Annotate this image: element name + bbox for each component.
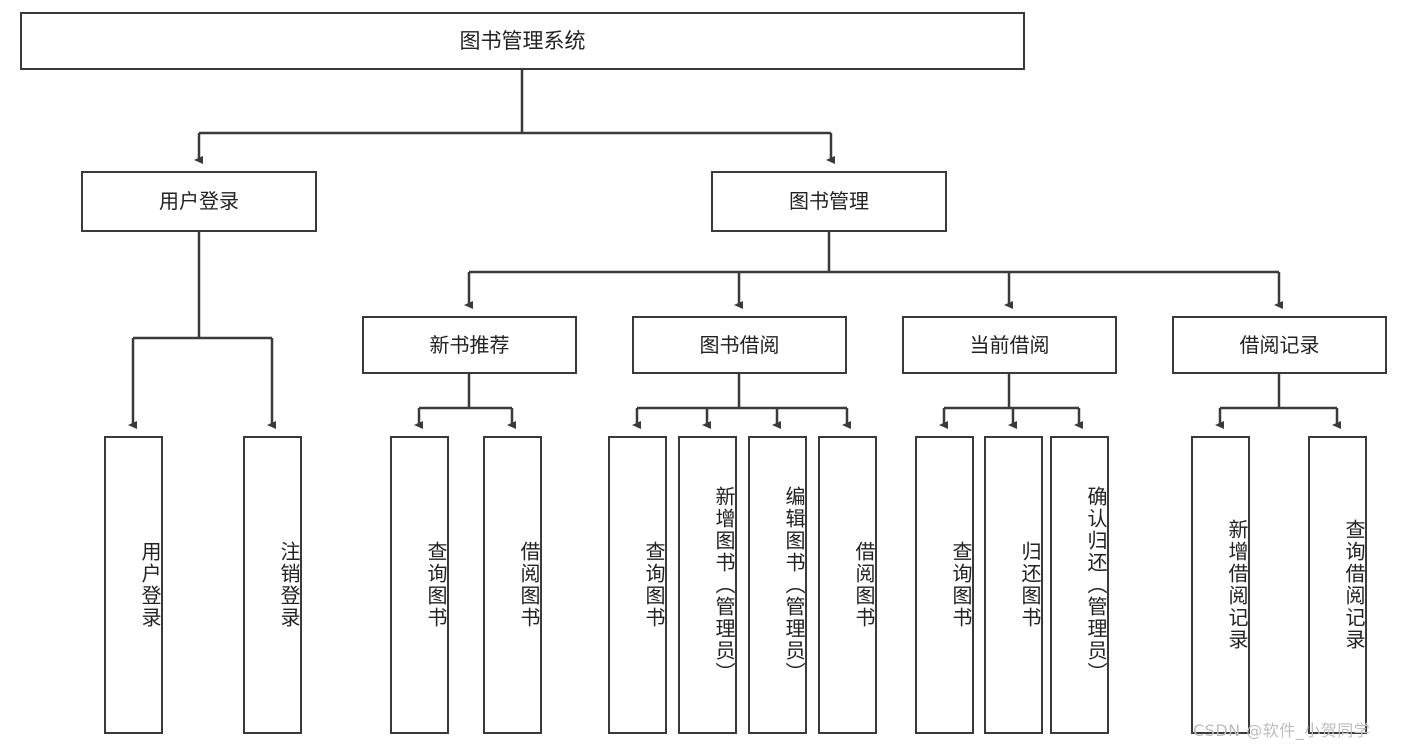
node-leaf-add-record[interactable]: 新增借阅记录 xyxy=(1191,436,1250,734)
node-leaf-add-record-label: 新增借阅记录 xyxy=(1225,519,1249,651)
node-borrow-record-label: 借阅记录 xyxy=(1239,332,1320,357)
node-leaf-query-record[interactable]: 查询借阅记录 xyxy=(1308,436,1367,734)
node-leaf-confirm-return-label: 确认归还（管理员） xyxy=(1084,486,1108,684)
node-current-borrow[interactable]: 当前借阅 xyxy=(902,316,1117,374)
node-book-manage-label: 图书管理 xyxy=(789,189,869,213)
node-leaf-query-record-label: 查询借阅记录 xyxy=(1342,519,1366,651)
node-leaf-borrow-book-2[interactable]: 借阅图书 xyxy=(818,436,877,734)
node-leaf-borrow-book-1-label: 借阅图书 xyxy=(517,541,541,629)
node-root-label: 图书管理系统 xyxy=(459,28,586,53)
node-leaf-borrow-book-1[interactable]: 借阅图书 xyxy=(483,436,542,734)
node-leaf-edit-book-label: 编辑图书（管理员） xyxy=(782,486,806,684)
node-book-manage[interactable]: 图书管理 xyxy=(711,171,947,232)
node-new-book-recommend-label: 新书推荐 xyxy=(429,332,510,357)
node-root[interactable]: 图书管理系统 xyxy=(20,12,1025,70)
node-leaf-return-book-label: 归还图书 xyxy=(1018,541,1042,629)
node-leaf-query-book-3-label: 查询图书 xyxy=(949,541,973,629)
node-leaf-query-book-2-label: 查询图书 xyxy=(642,541,666,629)
node-leaf-return-book[interactable]: 归还图书 xyxy=(984,436,1043,734)
node-leaf-query-book-2[interactable]: 查询图书 xyxy=(608,436,667,734)
node-leaf-add-book-label: 新增图书（管理员） xyxy=(712,486,736,684)
node-leaf-user-login-label: 用户登录 xyxy=(138,541,162,629)
node-user-login-label: 用户登录 xyxy=(159,189,239,213)
node-leaf-edit-book[interactable]: 编辑图书（管理员） xyxy=(748,436,807,734)
node-borrow-record[interactable]: 借阅记录 xyxy=(1172,316,1387,374)
node-leaf-query-book-1-label: 查询图书 xyxy=(424,541,448,629)
node-book-borrow[interactable]: 图书借阅 xyxy=(632,316,847,374)
node-new-book-recommend[interactable]: 新书推荐 xyxy=(362,316,577,374)
node-leaf-query-book-3[interactable]: 查询图书 xyxy=(915,436,974,734)
node-leaf-user-logout-label: 注销登录 xyxy=(277,541,301,629)
node-leaf-add-book[interactable]: 新增图书（管理员） xyxy=(678,436,737,734)
node-leaf-borrow-book-2-label: 借阅图书 xyxy=(852,541,876,629)
node-book-borrow-label: 图书借阅 xyxy=(699,332,780,357)
node-leaf-confirm-return[interactable]: 确认归还（管理员） xyxy=(1050,436,1109,734)
node-current-borrow-label: 当前借阅 xyxy=(969,332,1050,357)
node-leaf-query-book-1[interactable]: 查询图书 xyxy=(390,436,449,734)
node-user-login[interactable]: 用户登录 xyxy=(81,171,317,232)
node-leaf-user-logout[interactable]: 注销登录 xyxy=(243,436,302,734)
csdn-watermark: CSDN @软件_小贺同学 xyxy=(1193,721,1371,740)
node-leaf-user-login[interactable]: 用户登录 xyxy=(104,436,163,734)
